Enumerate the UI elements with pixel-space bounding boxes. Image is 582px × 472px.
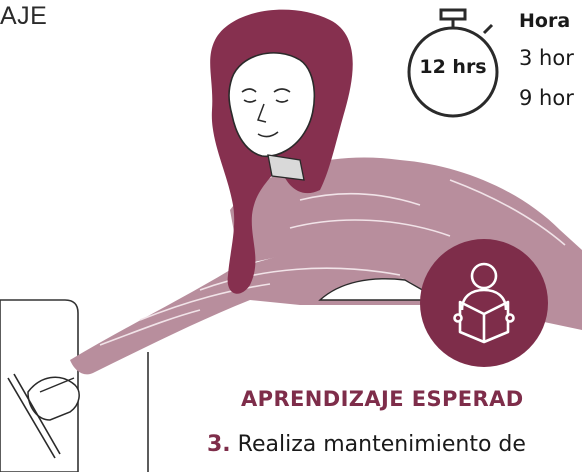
sweater-stripe [99,309,201,346]
sweater-sleeve [70,250,440,375]
sweater-stripe [289,219,451,237]
hours-line-2: 9 hor [519,86,574,110]
neck [267,154,305,181]
hours-title: Hora [519,10,571,32]
section-title-fragment: AJE [0,2,48,30]
eyebrow [241,88,257,93]
learning-item-number: 3. [207,432,231,457]
learning-item: 3. Realiza mantenimiento de [207,432,526,457]
pen-edge [13,373,61,455]
learning-item-text: Realiza mantenimiento de [230,432,526,457]
eyebrow [273,88,291,93]
sweater-stripe [199,267,401,291]
timer-label: 12 hrs [419,56,487,78]
face [228,52,316,157]
hours-line-1: 3 hor [519,46,574,70]
sweater-stripe [139,283,271,321]
arm-gap [318,278,443,301]
pen-icon [7,377,56,459]
learning-badge [420,239,548,367]
eye [243,99,257,103]
mouth [257,131,279,138]
sweater-stripe [449,179,566,246]
reading-person-icon [453,262,515,344]
eye [275,99,289,103]
finger-line [39,377,75,393]
sweater-stripe [299,192,421,206]
hand [27,376,80,421]
stopwatch-icon [407,8,499,118]
nose [257,103,267,123]
learning-heading: APRENDIZAJE ESPERAD [241,387,524,411]
